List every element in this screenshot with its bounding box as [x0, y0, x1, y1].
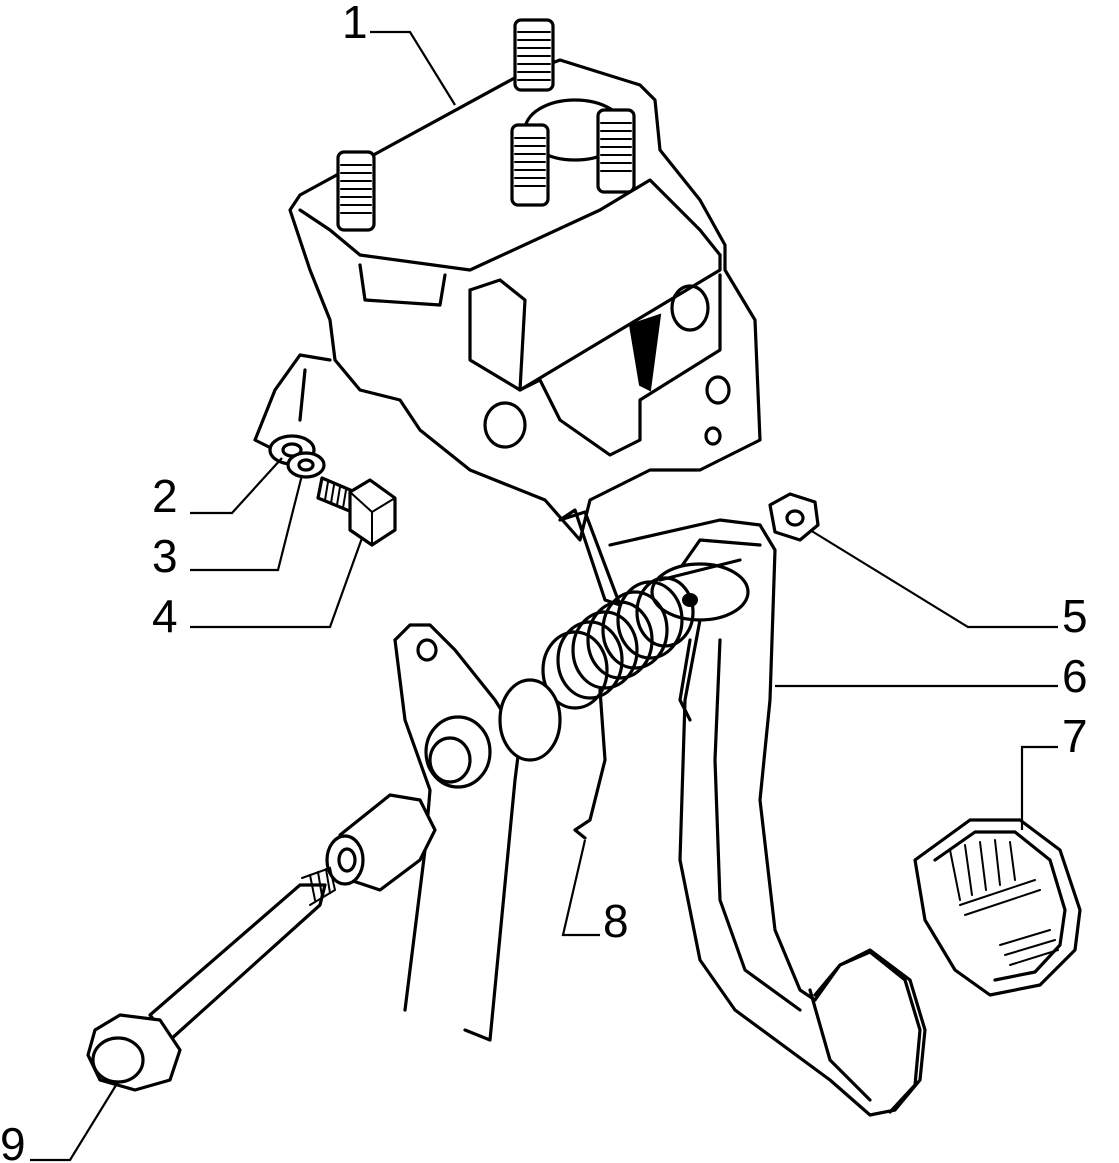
lock-washer-part-3: [286, 451, 326, 479]
callout-labels: 1 2 3 4 5 6 7 8 9: [0, 0, 1088, 1163]
bushing: [325, 793, 437, 892]
leader-2: [190, 457, 283, 515]
callout-4: 4: [152, 590, 178, 642]
pivot-pin-part-9: [86, 866, 337, 1092]
bolt-part-4: [316, 476, 397, 547]
leader-1: [370, 30, 456, 106]
pedal-pad-part-7: [913, 818, 1082, 997]
callout-6: 6: [1062, 650, 1088, 702]
nut-part-5: [768, 492, 820, 542]
leader-3: [190, 474, 304, 572]
leader-8: [561, 839, 600, 937]
callout-7: 7: [1062, 710, 1088, 762]
callout-2: 2: [152, 470, 178, 522]
pedal-bracket-part-1: [253, 18, 762, 542]
callout-9: 9: [0, 1118, 26, 1163]
adjacent-pedal-arm: [393, 623, 562, 1042]
callout-8: 8: [603, 895, 629, 947]
leader-5: [809, 529, 1058, 629]
stud-center-left: [510, 123, 550, 207]
leader-7: [1020, 745, 1058, 830]
stud-top: [513, 18, 555, 92]
stud-left: [336, 150, 376, 232]
stud-center-right: [596, 108, 636, 194]
return-spring-part-8: [541, 508, 695, 840]
leader-4: [190, 537, 364, 629]
callout-1: 1: [342, 0, 368, 48]
callout-5: 5: [1062, 590, 1088, 642]
leader-9: [30, 1081, 119, 1162]
callout-3: 3: [152, 530, 178, 582]
pedal-arm-part-6: [608, 518, 927, 1117]
leader-lines: [30, 30, 1058, 1162]
